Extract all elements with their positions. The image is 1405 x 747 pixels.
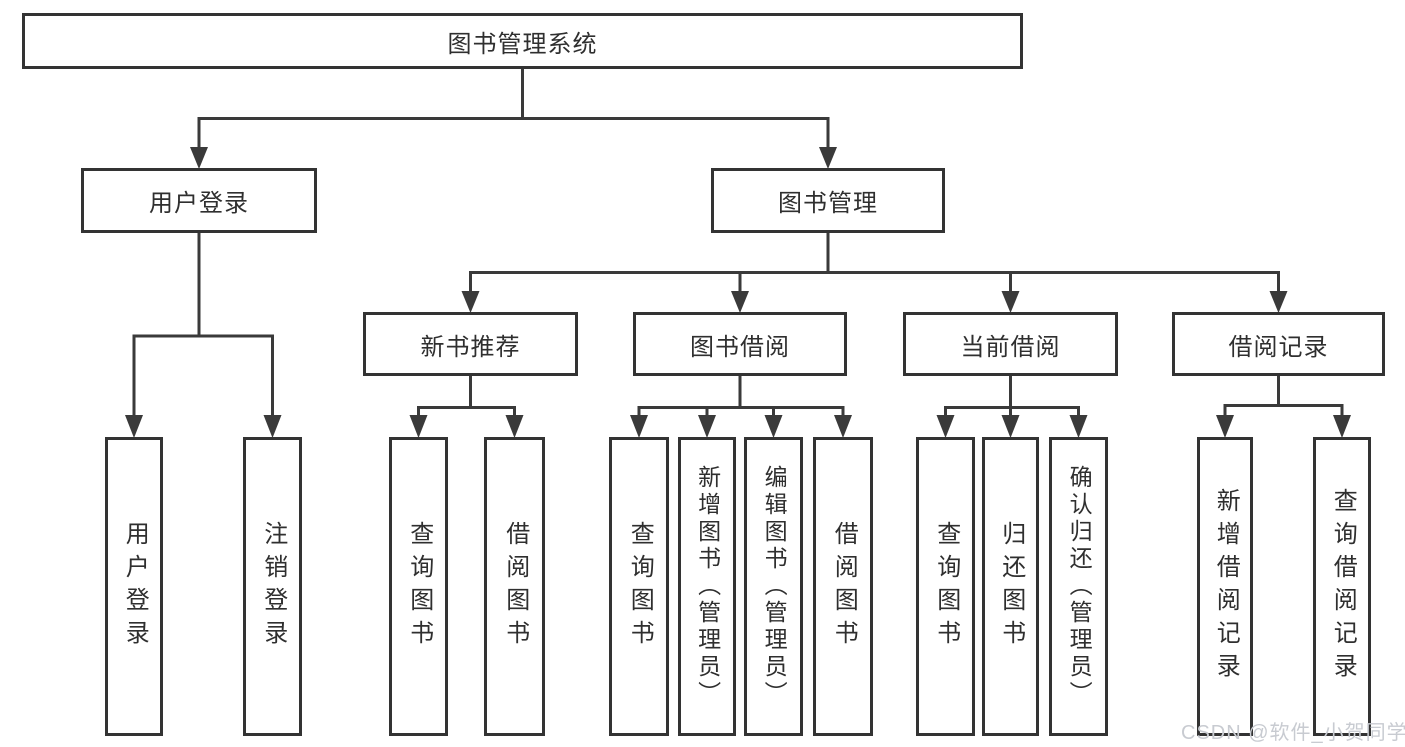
node-book-borrow: 图书借阅	[633, 312, 847, 376]
node-borrow-records-label: 借阅记录	[1228, 333, 1329, 361]
leaf-logout-label: 注销登录	[259, 520, 287, 653]
node-new-book-recommend: 新书推荐	[363, 312, 578, 376]
leaf-borrow-books: 借阅图书	[813, 437, 873, 736]
node-user-login-label: 用户登录	[149, 190, 249, 217]
leaf-confirm-return-admin: 确认归还（管理员）	[1049, 437, 1108, 736]
node-current-borrow: 当前借阅	[903, 312, 1118, 376]
node-borrow-records: 借阅记录	[1172, 312, 1385, 376]
leaf-add-borrow-record-label: 新增借阅记录	[1212, 487, 1240, 686]
leaf-query-books-current: 查询图书	[916, 437, 975, 736]
node-book-borrow-label: 图书借阅	[690, 333, 790, 361]
leaf-user-login: 用户登录	[105, 437, 163, 736]
leaf-edit-book-admin: 编辑图书（管理员）	[744, 437, 803, 736]
leaf-user-login-label: 用户登录	[121, 520, 149, 653]
node-user-login: 用户登录	[81, 168, 317, 233]
leaf-query-books-borrow-label: 查询图书	[626, 520, 654, 653]
leaf-return-book: 归还图书	[982, 437, 1039, 736]
node-book-management: 图书管理	[711, 168, 945, 233]
leaf-edit-book-admin-label: 编辑图书（管理员）	[761, 465, 788, 708]
leaf-borrow-books-label: 借阅图书	[830, 520, 858, 653]
csdn-watermark: CSDN @软件_小贺同学	[1181, 722, 1405, 744]
leaf-borrow-books-recommend-label: 借阅图书	[501, 520, 529, 653]
leaf-query-borrow-record-label: 查询借阅记录	[1329, 487, 1357, 686]
node-root: 图书管理系统	[22, 13, 1023, 69]
leaf-query-books-current-label: 查询图书	[932, 520, 960, 653]
leaf-confirm-return-admin-label: 确认归还（管理员）	[1066, 465, 1093, 708]
node-book-management-label: 图书管理	[778, 190, 878, 217]
leaf-add-borrow-record: 新增借阅记录	[1197, 437, 1253, 736]
leaf-add-book-admin: 新增图书（管理员）	[678, 437, 736, 736]
leaf-query-books-borrow: 查询图书	[609, 437, 669, 736]
leaf-logout: 注销登录	[243, 437, 302, 736]
leaf-query-borrow-record: 查询借阅记录	[1313, 437, 1371, 736]
leaf-query-books-recommend: 查询图书	[389, 437, 448, 736]
leaf-query-books-recommend-label: 查询图书	[405, 520, 433, 653]
node-root-label: 图书管理系统	[447, 30, 598, 58]
leaf-add-book-admin-label: 新增图书（管理员）	[694, 465, 721, 708]
node-current-borrow-label: 当前借阅	[960, 333, 1061, 361]
leaf-borrow-books-recommend: 借阅图书	[484, 437, 545, 736]
leaf-return-book-label: 归还图书	[997, 520, 1025, 653]
node-new-book-recommend-label: 新书推荐	[420, 333, 521, 361]
